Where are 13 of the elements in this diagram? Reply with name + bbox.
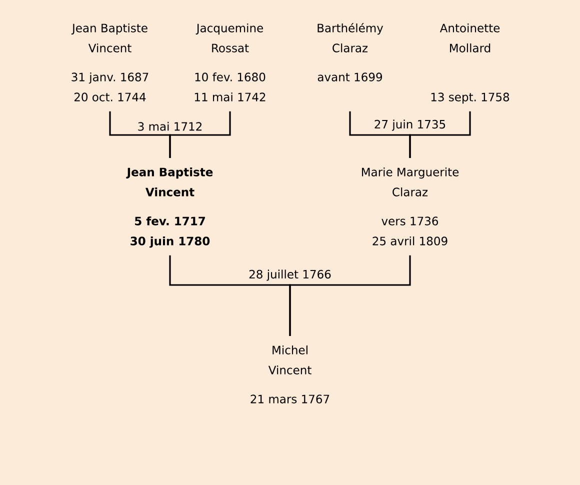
- person-label: Jacquemine Rossat 10 fev. 1680 11 mai 1742: [194, 23, 266, 102]
- family-line: [289, 255, 411, 336]
- marriage-date: 3 mai 1712: [138, 122, 202, 131]
- person-label: Michel Vincent 21 mars 1767: [250, 345, 330, 404]
- person-label: Marie Marguerite Claraz vers 1736 25 avril 1809: [362, 167, 459, 246]
- family-line: [169, 111, 231, 158]
- person-label: Jean Baptiste Vincent 31 janv. 1687 20 oct. 1744: [71, 23, 148, 102]
- person-label: Antoinette Mollard 13 sept. 1758: [431, 23, 510, 104]
- family-line: [409, 111, 471, 158]
- person-label: Jean Baptiste Vincent 5 fev. 1717 30 juin 1780: [126, 167, 213, 248]
- marriage-date: 28 juillet 1766: [249, 270, 331, 281]
- marriage-date: 27 juin 1735: [374, 120, 446, 131]
- person-label: Barthélémy Claraz avant 1699: [318, 23, 384, 82]
